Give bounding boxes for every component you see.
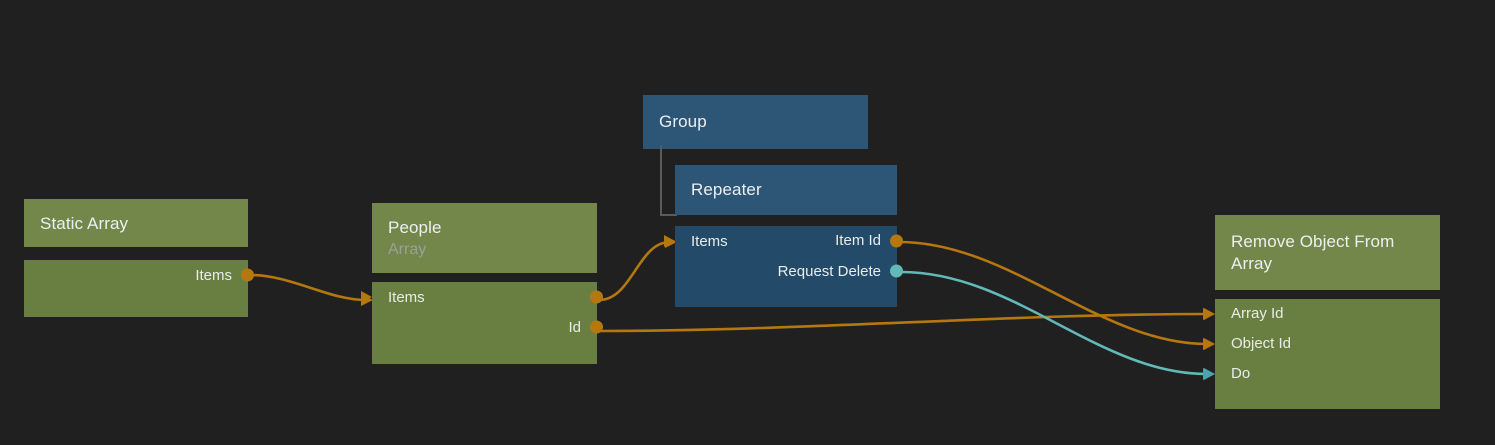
port-object-id-in[interactable]: Object Id bbox=[1204, 329, 1440, 359]
node-repeater[interactable]: Repeater Items Request Delete bbox=[664, 165, 903, 308]
wire-people-id-to-array-id bbox=[598, 312, 1208, 333]
node-remove-object-from-array-body: Array Id Object Id Do bbox=[1204, 298, 1440, 409]
node-static-array-header[interactable]: Static Array bbox=[24, 199, 248, 248]
port-repeater-items-in[interactable]: Items bbox=[664, 226, 903, 256]
node-repeater-body: Items Request Delete bbox=[664, 226, 903, 308]
wire-static-array-items-to-people-items bbox=[249, 273, 367, 302]
port-dot-request-delete-icon[interactable] bbox=[890, 264, 903, 278]
node-group-title: Group bbox=[659, 112, 707, 131]
port-label-request-delete: Request Delete bbox=[777, 262, 881, 280]
node-people-title: People bbox=[388, 218, 442, 237]
port-label-object-id: Object Id bbox=[1231, 335, 1292, 353]
node-remove-object-from-array-title: Remove Object From Array bbox=[1231, 232, 1395, 274]
port-array-id-in[interactable]: Array Id bbox=[1204, 299, 1440, 329]
port-label-array-id: Array Id bbox=[1231, 305, 1284, 323]
port-do-in[interactable]: Do bbox=[1204, 359, 1440, 389]
wire-people-items-to-repeater-items bbox=[598, 240, 671, 302]
node-group[interactable]: Group bbox=[643, 95, 868, 150]
port-label-id: Id bbox=[568, 318, 581, 336]
group-child-bracket bbox=[660, 146, 677, 216]
node-static-array-title: Static Array bbox=[40, 214, 129, 233]
node-people-subtitle: Array bbox=[388, 241, 427, 259]
node-static-array[interactable]: Static Array Items bbox=[24, 199, 254, 318]
port-label-items: Items bbox=[195, 266, 232, 284]
node-remove-object-from-array-header[interactable]: Remove Object From Array bbox=[1215, 215, 1440, 290]
node-people-header[interactable]: People Array bbox=[372, 203, 597, 274]
port-label-do: Do bbox=[1231, 365, 1251, 383]
port-dot-people-items-out-icon[interactable] bbox=[590, 290, 603, 304]
port-label-items: Items bbox=[691, 232, 728, 250]
node-repeater-header[interactable]: Repeater bbox=[675, 165, 897, 216]
port-label-items: Items bbox=[388, 288, 425, 306]
node-people[interactable]: People Array Items Id bbox=[361, 203, 603, 365]
port-arrow-items-icon bbox=[361, 291, 372, 304]
node-remove-object-from-array[interactable]: Remove Object From Array Array Id Object… bbox=[1204, 215, 1440, 409]
port-dot-id-icon[interactable] bbox=[590, 320, 603, 334]
port-static-array-items-out[interactable]: Items bbox=[24, 260, 254, 290]
wire-item-id-to-object-id bbox=[898, 240, 1208, 346]
node-repeater-title: Repeater bbox=[691, 180, 762, 199]
port-people-id-out[interactable]: Id bbox=[372, 312, 603, 342]
port-arrow-do-icon bbox=[1204, 367, 1215, 380]
node-static-array-body: Items bbox=[24, 260, 254, 318]
port-arrow-items-icon bbox=[664, 235, 675, 248]
port-dot-items-icon[interactable] bbox=[241, 268, 254, 282]
node-people-body: Items Id bbox=[361, 282, 603, 365]
port-dot-item-id-icon[interactable] bbox=[890, 234, 903, 248]
node-group-header[interactable]: Group bbox=[643, 95, 868, 150]
wire-request-delete-to-do bbox=[900, 270, 1208, 376]
port-repeater-request-delete-out[interactable]: Request Delete bbox=[675, 256, 903, 286]
port-people-items-in[interactable]: Items bbox=[361, 282, 603, 312]
port-arrow-object-id-icon bbox=[1204, 337, 1215, 350]
port-arrow-array-id-icon bbox=[1204, 307, 1215, 320]
